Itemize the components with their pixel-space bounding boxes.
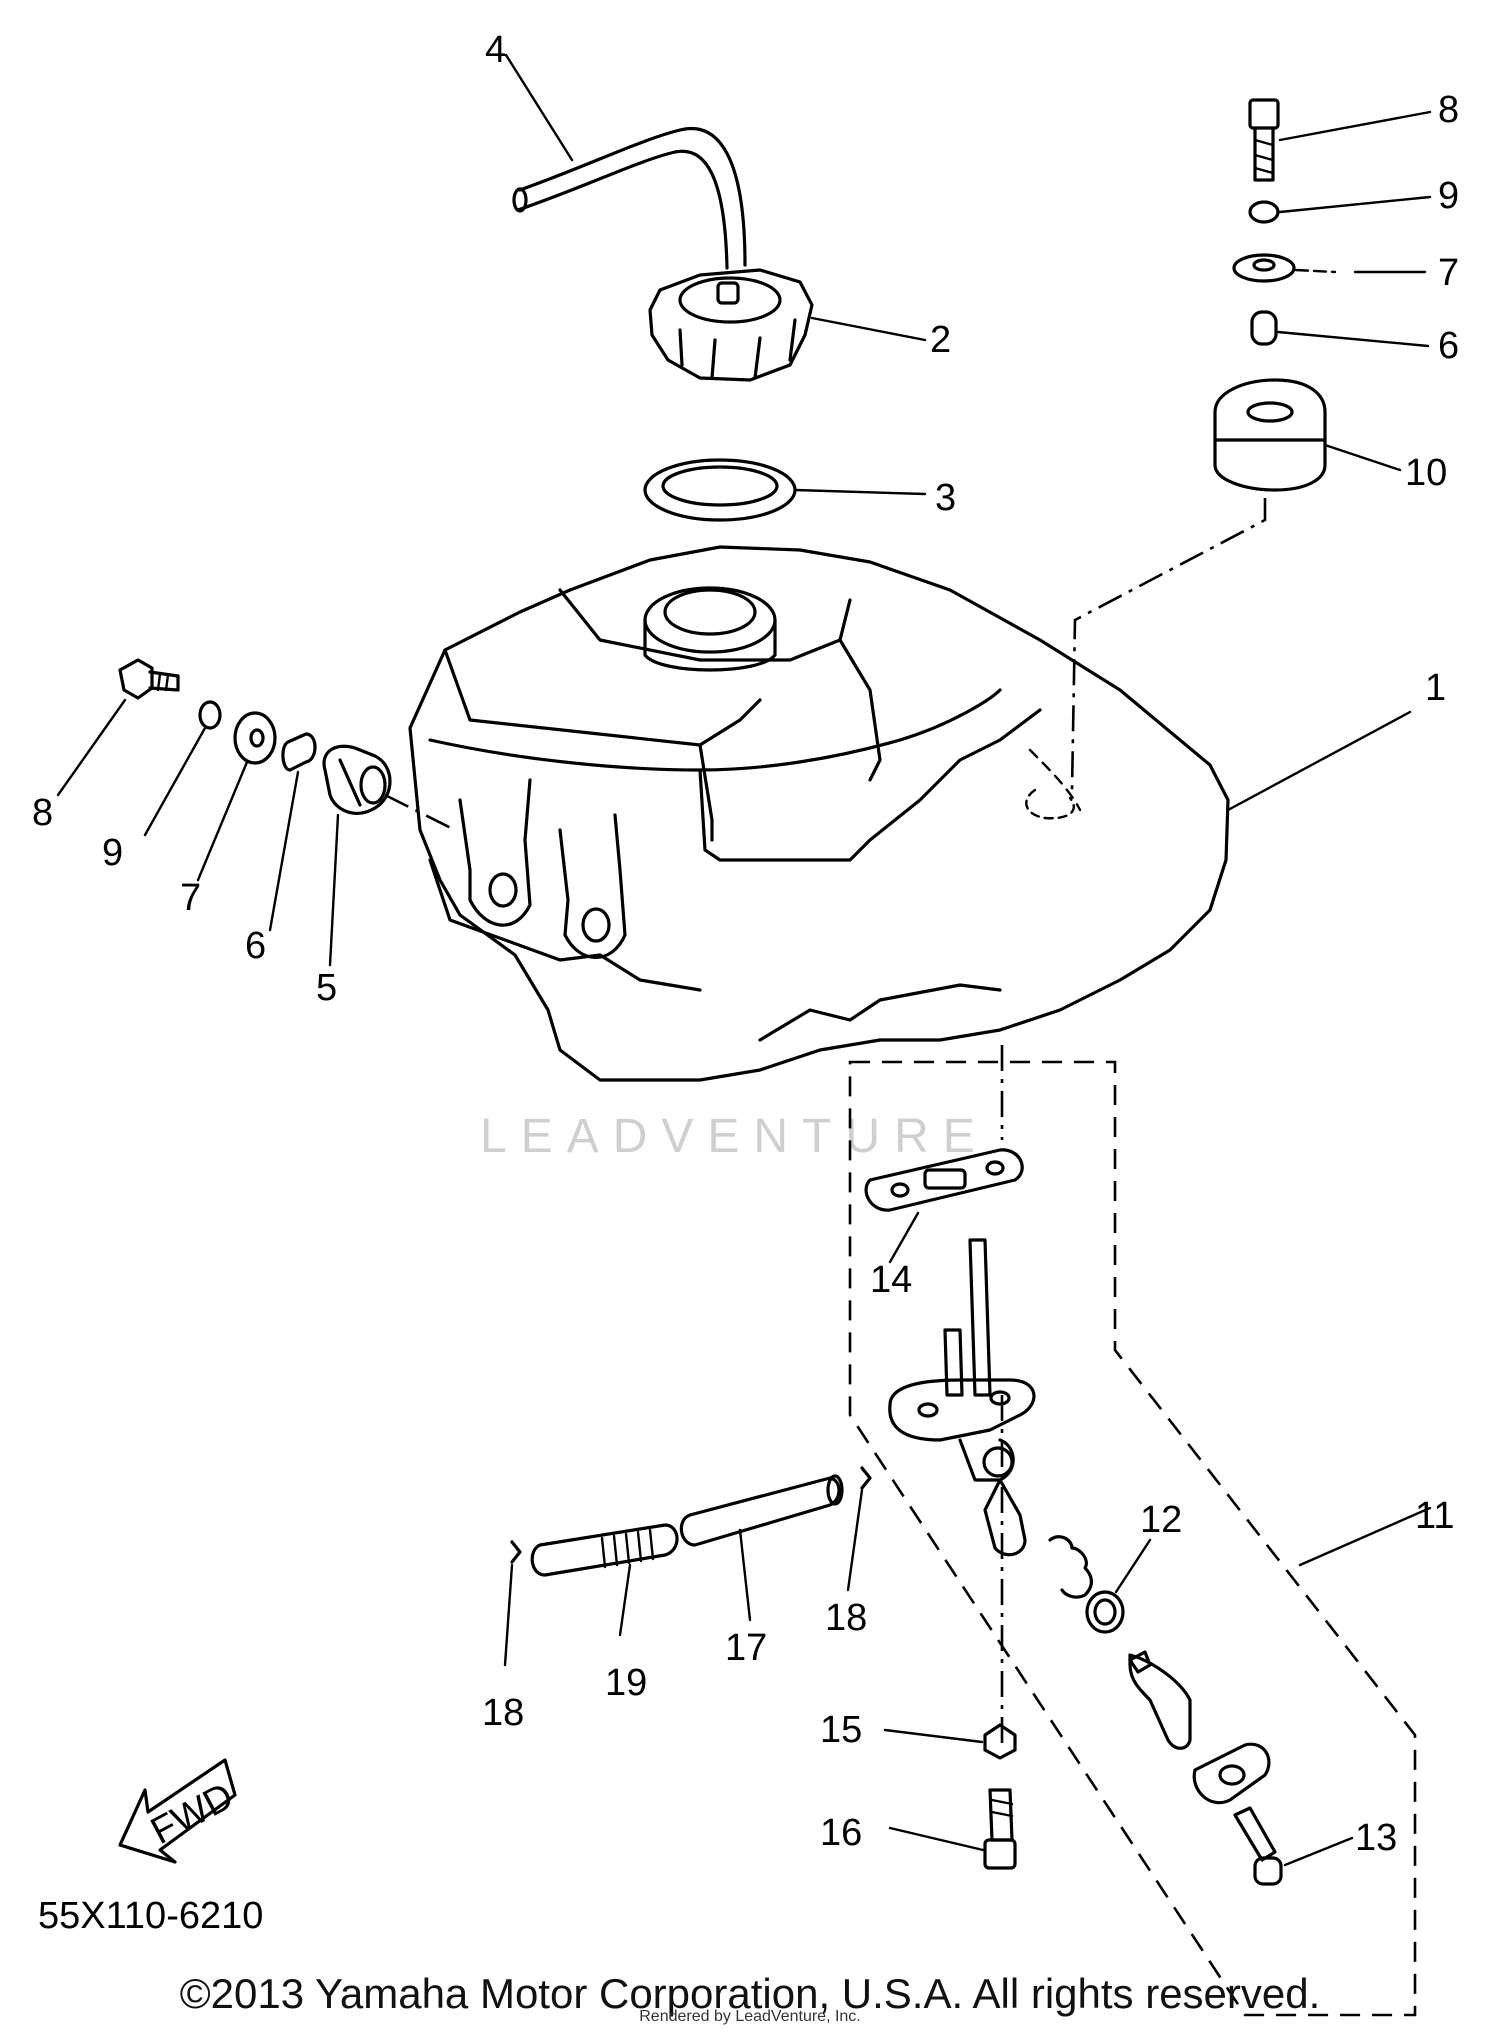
callout-4: 4 — [485, 29, 506, 71]
fwd-direction-arrow: FWD — [118, 1758, 240, 1864]
callout-8a: 8 — [1438, 89, 1459, 131]
callout-3: 3 — [935, 477, 956, 519]
part-fuel-cap — [648, 268, 927, 382]
callout-12: 12 — [1140, 1499, 1182, 1541]
callout-numbers: 1 2 3 4 5 6 6 7 7 8 8 9 9 10 11 12 13 14… — [32, 29, 1459, 1859]
callout-18b: 18 — [825, 1597, 867, 1639]
callout-5: 5 — [316, 967, 337, 1009]
callout-13: 13 — [1355, 1817, 1397, 1859]
fuel-cock-assembly-boundary — [848, 1060, 1417, 2017]
part-fuel-cup-and-drain — [883, 1478, 1027, 1870]
callout-6b: 6 — [245, 925, 266, 967]
callout-7a: 7 — [1438, 252, 1459, 294]
part-fuel-pipe-and-strainer — [503, 1466, 872, 1667]
part-fuel-tank — [408, 545, 1412, 1082]
callout-10: 10 — [1405, 452, 1447, 494]
side-mount-stack — [56, 658, 456, 967]
callout-7b: 7 — [180, 877, 201, 919]
callout-15: 15 — [820, 1709, 862, 1751]
callout-9a: 9 — [1438, 175, 1459, 217]
callout-1: 1 — [1425, 667, 1446, 709]
watermark-text: LEADVENTURE — [480, 1110, 989, 1163]
part-cap-gasket — [643, 458, 927, 522]
callout-17: 17 — [725, 1627, 767, 1669]
callout-2: 2 — [930, 319, 951, 361]
part-cock-plate-and-screw — [1192, 1742, 1354, 1886]
callout-leader-11 — [1298, 1506, 1432, 1567]
part-breather-hose — [504, 53, 747, 270]
callout-14: 14 — [870, 1259, 912, 1301]
part-fuel-cock-body — [888, 1238, 1036, 1750]
rear-mount-stack — [1070, 98, 1432, 791]
callout-9b: 9 — [102, 832, 123, 874]
diagram-code: 55X110-6210 — [38, 1895, 263, 1937]
rendered-by-notice: Rendered by LeadVenture, Inc. — [639, 2008, 861, 2025]
part-cock-lever-set — [1048, 1535, 1192, 1750]
callout-18a: 18 — [482, 1692, 524, 1734]
callout-6a: 6 — [1438, 325, 1459, 367]
callout-16: 16 — [820, 1812, 862, 1854]
svg-text:FWD: FWD — [144, 1775, 240, 1853]
callout-11: 11 — [1415, 1495, 1454, 1537]
callout-8b: 8 — [32, 792, 53, 834]
callout-19: 19 — [605, 1662, 647, 1704]
copyright-notice: ©2013 Yamaha Motor Corporation, U.S.A. A… — [179, 1970, 1321, 2017]
part-fuel-cock-gasket — [864, 1148, 1024, 1264]
